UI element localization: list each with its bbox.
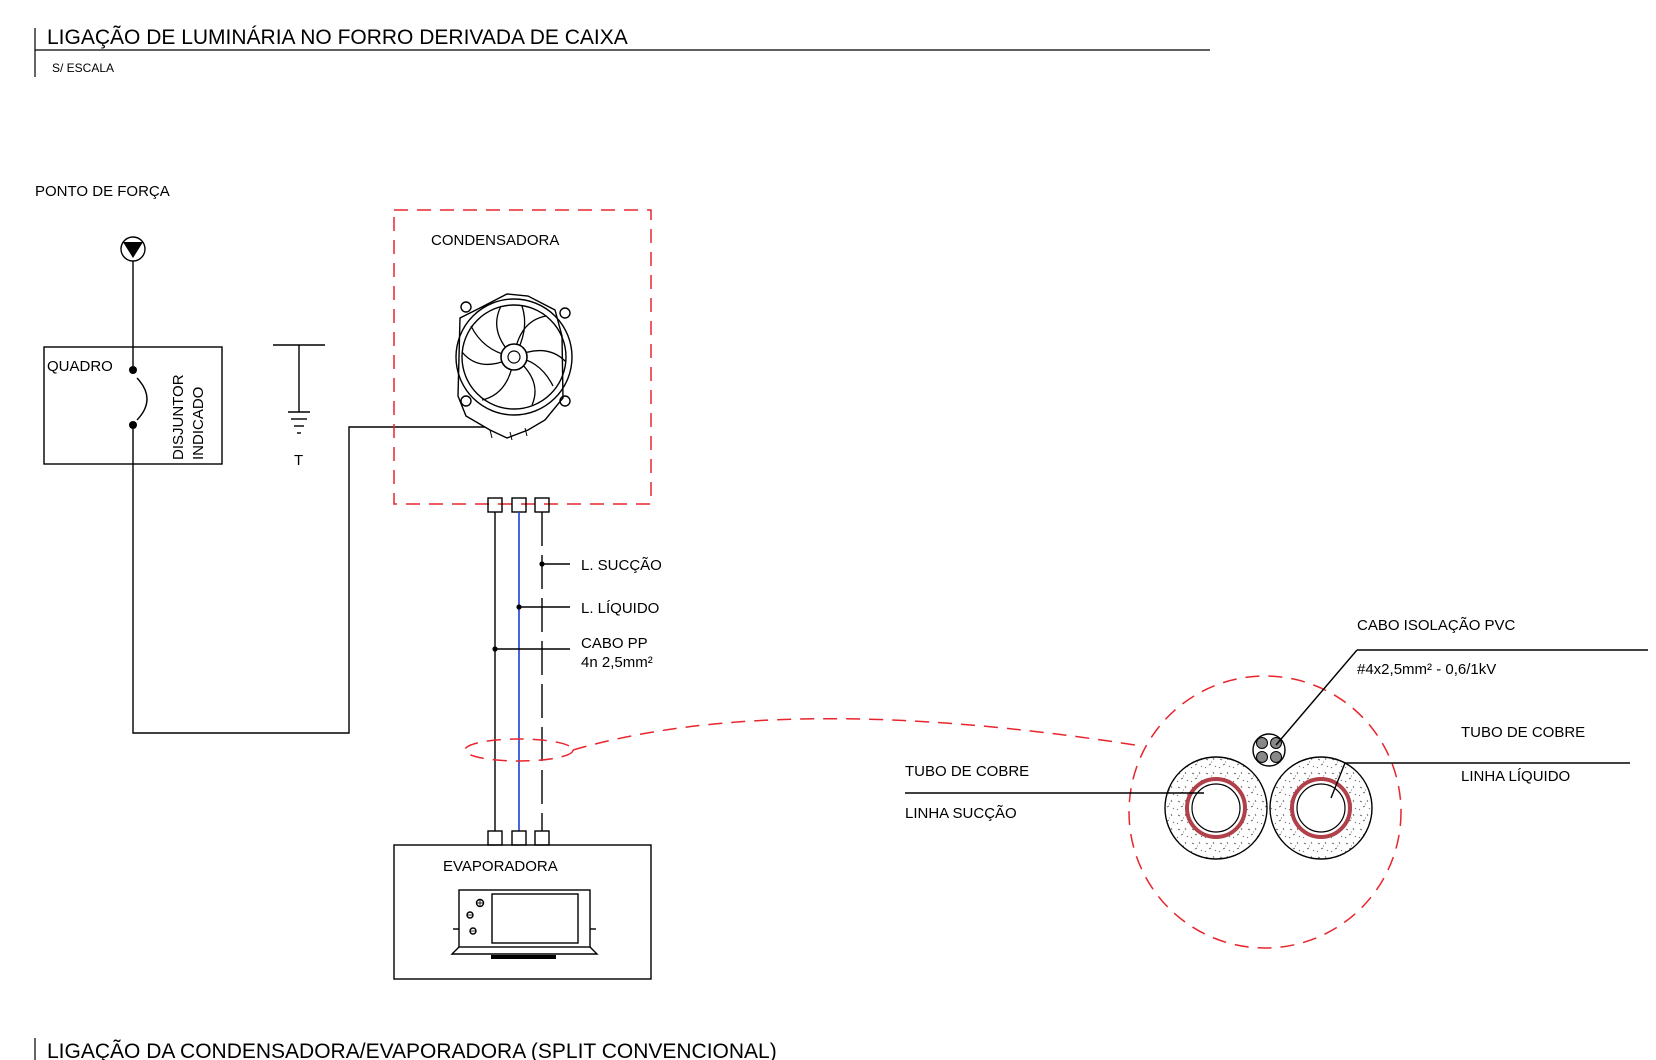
cable-spec: #4x2,5mm² - 0,6/1kV — [1357, 661, 1496, 678]
evaporator-unit: EVAPORADORA — [393, 830, 652, 980]
liquid-tube-section — [1269, 756, 1373, 860]
bottom-title: LIGAÇÃO DA CONDENSADORA/EVAPORADORA (SPL… — [47, 1039, 777, 1060]
suction-tube-section — [1164, 756, 1268, 860]
top-title-block: LIGAÇÃO DE LUMINÁRIA NO FORRO DERIVADA D… — [34, 25, 1210, 77]
evaporator-unit-icon — [450, 889, 599, 959]
ground-label: T — [294, 452, 303, 469]
cross-section-detail: CABO ISOLAÇÃO PVC #4x2,5mm² - 0,6/1kV TU… — [905, 617, 1648, 949]
cable-title: CABO ISOLAÇÃO PVC — [1357, 617, 1516, 634]
breaker-label-line2: INDICADO — [190, 387, 207, 460]
left-tube-title: TUBO DE COBRE — [905, 763, 1029, 780]
liquid-line-label: L. LÍQUIDO — [581, 600, 659, 617]
cable-label-line2: 4n 2,5mm² — [581, 654, 653, 671]
cable-label-line1: CABO PP — [581, 635, 648, 652]
power-point-label: PONTO DE FORÇA — [35, 183, 170, 200]
section-callout — [464, 717, 1136, 762]
panel-title: QUADRO — [47, 358, 113, 375]
power-point-icon — [120, 236, 146, 262]
pvc-cable-section — [1252, 733, 1286, 767]
condenser-unit: CONDENSADORA — [393, 209, 652, 513]
bottom-title-block: LIGAÇÃO DA CONDENSADORA/EVAPORADORA (SPL… — [34, 1038, 777, 1060]
ground-icon: T — [273, 344, 325, 469]
evaporator-label: EVAPORADORA — [443, 858, 558, 875]
scale-note: S/ ESCALA — [52, 61, 114, 75]
right-tube-sub: LINHA LÍQUIDO — [1461, 768, 1570, 785]
left-tube-sub: LINHA SUCÇÃO — [905, 805, 1017, 822]
right-tube-title: TUBO DE COBRE — [1461, 724, 1585, 741]
condenser-label: CONDENSADORA — [431, 232, 559, 249]
suction-line-label: L. SUCÇÃO — [581, 557, 662, 574]
power-circuit-wire — [129, 261, 485, 734]
refrigerant-lines: L. SUCÇÃO L. LÍQUIDO CABO PP 4n 2,5mm² — [492, 512, 662, 831]
fan-icon — [455, 293, 573, 441]
breaker-label-line1: DISJUNTOR — [170, 374, 187, 460]
breaker-icon — [129, 366, 148, 429]
top-title: LIGAÇÃO DE LUMINÁRIA NO FORRO DERIVADA D… — [47, 25, 628, 49]
